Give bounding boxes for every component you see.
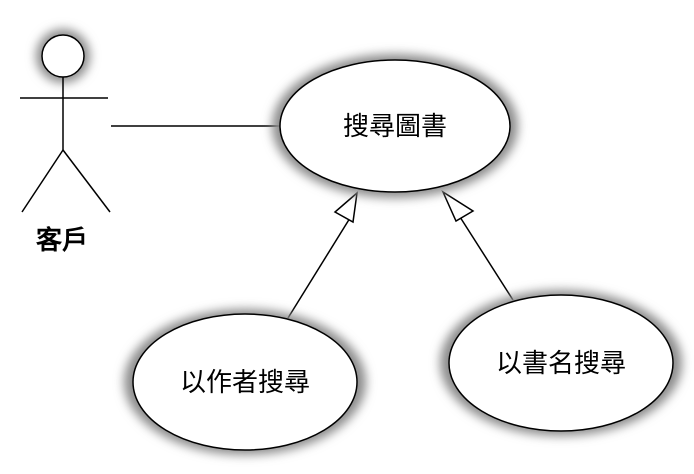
actor-customer[interactable]: 客戶 [20,29,111,256]
actor-label: 客戶 [36,225,88,256]
actor-right-leg [62,149,111,213]
generalization-line-title [459,216,514,301]
use-case-ellipse [132,313,358,451]
generalization-arrow-title [441,190,475,223]
generalization-arrow-author [333,191,359,224]
actor-head [41,34,85,78]
use-case-search-by-title[interactable]: 以書名搜尋 [440,290,682,436]
actor-left-leg [21,149,64,213]
use-case-ellipse [279,59,511,193]
use-case-search-by-author[interactable]: 以作者搜尋 [124,309,366,455]
use-case-label: 搜尋圖書 [343,112,447,142]
generalization-line-author [287,217,351,319]
use-case-label: 以書名搜尋 [496,349,626,379]
use-case-search-books[interactable]: 搜尋圖書 [272,54,518,198]
use-case-ellipse [448,294,674,432]
use-case-label: 以作者搜尋 [180,368,310,398]
